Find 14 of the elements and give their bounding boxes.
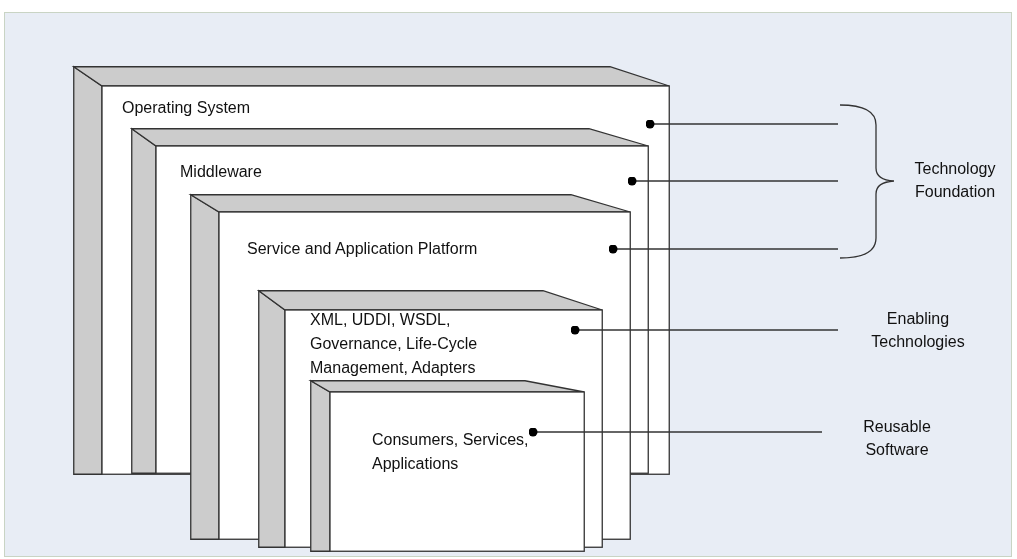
callout-text: Technology Foundation	[913, 159, 997, 202]
block-label: Operating System	[122, 98, 252, 118]
leader-line	[570, 325, 839, 335]
block-label: Consumers, Services, Applications	[372, 430, 530, 474]
block-label: Middleware	[180, 162, 263, 182]
callout-text: Enabling Technologies	[870, 309, 966, 352]
block-label: Service and Application Platform	[247, 239, 479, 259]
block-label: XML, UDDI, WSDL, Governance, Life-Cycle Management, Adapters	[310, 310, 479, 378]
callout-text: Reusable Software	[862, 417, 932, 460]
leader-line	[608, 244, 839, 254]
layered-block	[310, 380, 585, 552]
leader-line	[528, 427, 823, 437]
leader-line	[645, 119, 839, 129]
leader-line	[627, 176, 839, 186]
